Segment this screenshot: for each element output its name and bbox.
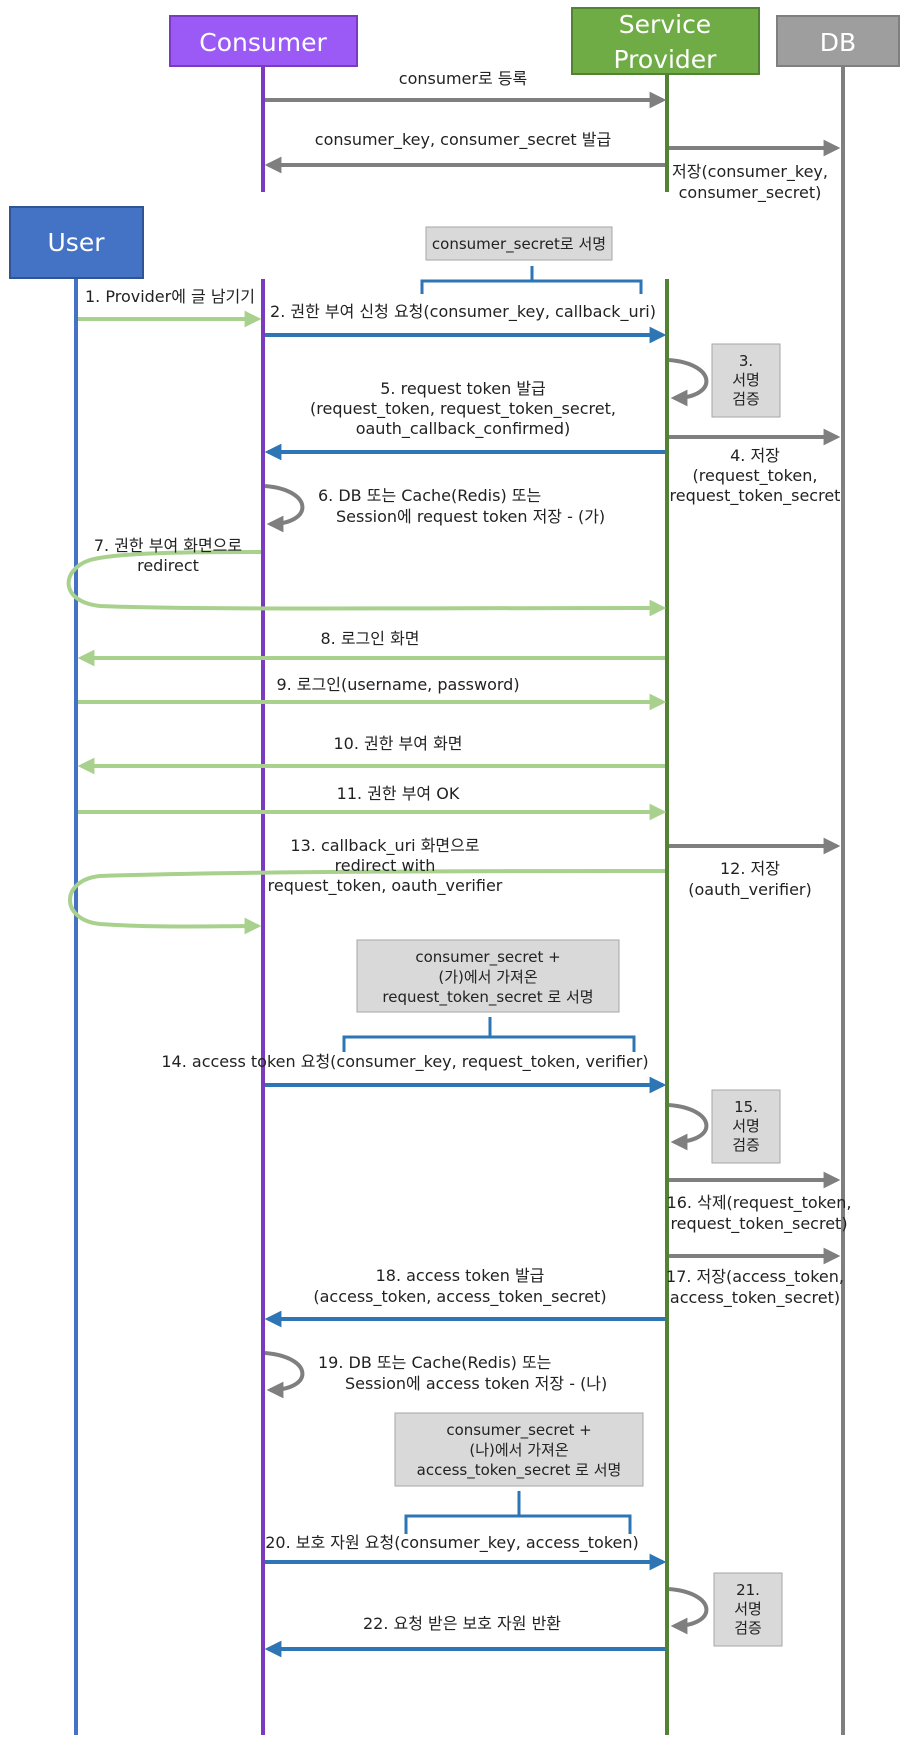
step8-label: 8. 로그인 화면 bbox=[320, 629, 419, 648]
step14-label: 14. access token 요청(consumer_key, reques… bbox=[161, 1052, 648, 1072]
register-label: consumer로 등록 bbox=[399, 69, 527, 88]
user-actor-label: User bbox=[48, 228, 106, 257]
step3-text-line3: 검증 bbox=[732, 390, 760, 408]
step13-label-line3: request_token, oauth_verifier bbox=[268, 876, 503, 896]
step16-label-line1: 16. 삭제(request_token, bbox=[667, 1193, 852, 1213]
step3-text-line1: 3. bbox=[739, 352, 753, 370]
step5-label-line1: 5. request token 발급 bbox=[380, 379, 546, 398]
signature-brace-3 bbox=[404, 1491, 632, 1534]
step15-text-line2: 서명 bbox=[732, 1117, 760, 1135]
step1-label: 1. Provider에 글 남기기 bbox=[85, 287, 255, 306]
signature-note-3: consumer_secret + (나)에서 가져온 access_token… bbox=[394, 1412, 644, 1487]
service-provider-actor: Service Provider bbox=[571, 7, 760, 75]
step13-redirect-arrow bbox=[68, 869, 666, 935]
step2-label: 2. 권한 부여 신청 요청(consumer_key, callback_ur… bbox=[270, 302, 656, 322]
step22-label: 22. 요청 받은 보호 자원 반환 bbox=[363, 1614, 561, 1633]
step16-label-line2: request_token_secret) bbox=[670, 1214, 847, 1234]
signature-note-2-line1: consumer_secret + bbox=[415, 948, 560, 967]
consumer-actor: Consumer bbox=[169, 15, 358, 67]
step6-label-line1: 6. DB 또는 Cache(Redis) 또는 bbox=[318, 486, 541, 505]
service-provider-actor-label-line1: Service bbox=[619, 10, 711, 39]
step15-text-line1: 15. bbox=[734, 1098, 758, 1116]
step15-verify-box: 15. 서명 검증 bbox=[711, 1089, 781, 1164]
step5-label-line3: oauth_callback_confirmed) bbox=[356, 419, 571, 439]
step9-label: 9. 로그인(username, password) bbox=[276, 675, 519, 694]
signature-brace-1 bbox=[420, 266, 643, 294]
step13-label-line2: redirect with bbox=[335, 856, 436, 875]
step12-label-line2: (oauth_verifier) bbox=[688, 880, 811, 900]
step3-self-arrow bbox=[668, 358, 709, 407]
step18-label-line2: (access_token, access_token_secret) bbox=[313, 1287, 606, 1307]
signature-note-2-line2: (가)에서 가져온 bbox=[438, 968, 537, 986]
step19-self-arrow bbox=[264, 1351, 305, 1399]
step21-verify-box: 21. 서명 검증 bbox=[713, 1572, 783, 1647]
step7-label-line2: redirect bbox=[137, 556, 199, 575]
step4-label-line2: (request_token, bbox=[693, 466, 818, 486]
signature-note-3-line2: (나)에서 가져온 bbox=[469, 1441, 568, 1459]
step19-label-line1: 19. DB 또는 Cache(Redis) 또는 bbox=[318, 1353, 551, 1372]
step15-text-line3: 검증 bbox=[732, 1136, 760, 1154]
signature-note-3-line1: consumer_secret + bbox=[446, 1421, 591, 1440]
step17-label-line1: 17. 저장(access_token, bbox=[666, 1267, 844, 1287]
signature-note-2: consumer_secret + (가)에서 가져온 request_toke… bbox=[356, 939, 620, 1013]
step15-self-arrow bbox=[668, 1103, 709, 1151]
step21-self-arrow bbox=[668, 1587, 709, 1635]
signature-brace-2 bbox=[342, 1017, 636, 1052]
step12-label-line1: 12. 저장 bbox=[720, 859, 780, 878]
step20-label: 20. 보호 자원 요청(consumer_key, access_token) bbox=[265, 1533, 639, 1553]
step3-verify-box: 3. 서명 검증 bbox=[711, 343, 781, 418]
step7-redirect-arrow bbox=[66, 550, 667, 617]
user-actor: User bbox=[9, 206, 144, 279]
db-actor: DB bbox=[776, 15, 900, 67]
store-keys-label-line2: consumer_secret) bbox=[679, 183, 822, 203]
step3-text-line2: 서명 bbox=[732, 371, 760, 389]
step18-label-line1: 18. access token 발급 bbox=[376, 1266, 545, 1285]
store-keys-label-line1: 저장(consumer_key, bbox=[672, 162, 828, 182]
step11-label: 11. 권한 부여 OK bbox=[337, 784, 460, 803]
step4-label-line3: request_token_secret bbox=[670, 486, 841, 506]
consumer-actor-label: Consumer bbox=[199, 28, 327, 57]
step5-label-line2: (request_token, request_token_secret, bbox=[310, 399, 616, 419]
step21-text-line1: 21. bbox=[736, 1581, 760, 1599]
issue-keys-label: consumer_key, consumer_secret 발급 bbox=[315, 130, 611, 150]
step21-text-line3: 검증 bbox=[734, 1619, 762, 1637]
signature-note-3-line3: access_token_secret 로 서명 bbox=[417, 1461, 622, 1480]
step7-label-line1: 7. 권한 부여 화면으로 bbox=[94, 536, 242, 555]
step10-label: 10. 권한 부여 화면 bbox=[333, 734, 462, 753]
step4-label-line1: 4. 저장 bbox=[730, 446, 780, 465]
step13-label-line1: 13. callback_uri 화면으로 bbox=[290, 836, 479, 856]
step19-label-line2: Session에 access token 저장 - (나) bbox=[345, 1374, 607, 1393]
signature-note-1: consumer_secret로 서명 bbox=[425, 226, 613, 261]
db-actor-label: DB bbox=[820, 28, 856, 57]
signature-note-2-line3: request_token_secret 로 서명 bbox=[382, 988, 593, 1007]
step17-label-line2: access_token_secret) bbox=[670, 1288, 840, 1308]
step6-self-arrow bbox=[264, 484, 305, 533]
step21-text-line2: 서명 bbox=[734, 1600, 762, 1618]
step6-label-line2: Session에 request token 저장 - (가) bbox=[336, 507, 605, 526]
signature-note-1-text: consumer_secret로 서명 bbox=[432, 235, 606, 254]
service-provider-actor-label-line2: Provider bbox=[614, 45, 718, 74]
